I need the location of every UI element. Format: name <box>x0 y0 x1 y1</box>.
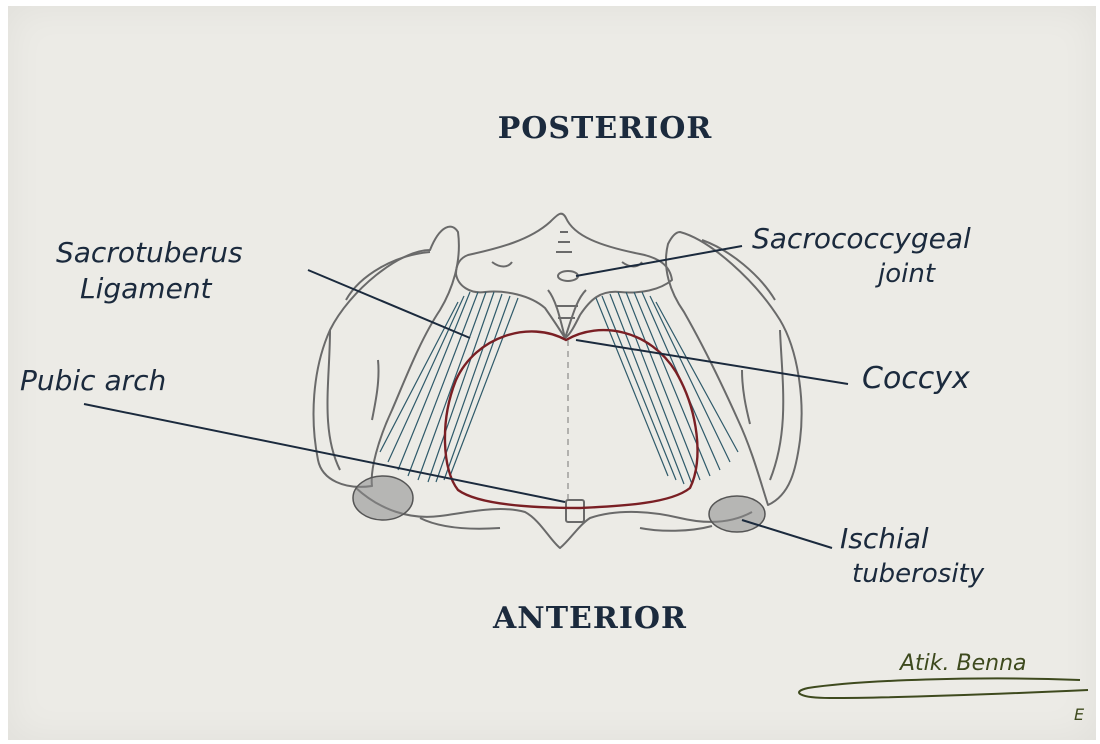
ischial-tuberosity-label: Ischial <box>840 522 929 555</box>
signature-text: Atik. Benna <box>898 651 1027 676</box>
posterior-label: POSTERIOR <box>498 111 713 146</box>
ischial-tuberosity-label-line2: tuberosity <box>852 559 985 589</box>
anterior-label: ANTERIOR <box>492 601 687 636</box>
sacrococcygeal-joint-label: Sacrococcygeal <box>752 222 971 255</box>
sacrococcygeal-joint-label-line2: joint <box>875 259 936 289</box>
signature: Atik. Benna E <box>799 651 1088 724</box>
signature-mark: E <box>1074 705 1085 724</box>
pelvic-outlet <box>445 330 698 508</box>
pubic-arch-label: Pubic arch <box>20 364 166 397</box>
sacrotuberous-label: Sacrotuberus <box>56 236 243 269</box>
sacrotuberous-label-line2: Ligament <box>80 272 213 305</box>
ischial-tuberosities <box>353 476 765 532</box>
coccyx-label: Coccyx <box>862 361 970 396</box>
